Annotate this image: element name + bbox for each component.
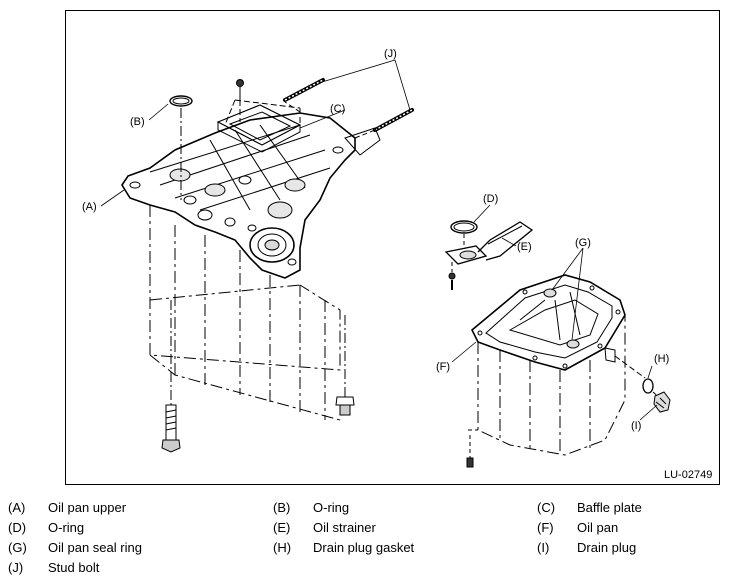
callout-d: (D): [483, 193, 498, 205]
drain-plug-drawing: [614, 355, 671, 413]
leader-lines: [100, 59, 658, 421]
legend-key: (D): [8, 520, 27, 535]
oil-strainer-drawing: [444, 220, 534, 290]
oil-pan-drawing: [466, 274, 626, 468]
legend-key: (F): [537, 520, 554, 535]
legend-label: Drain plug gasket: [313, 540, 415, 555]
legend-key: (H): [273, 540, 292, 555]
legend-key: (I): [537, 540, 550, 555]
callout-e: (E): [517, 241, 532, 253]
callout-g: (G): [575, 237, 591, 249]
legend-key: (C): [537, 500, 556, 515]
legend-label: Drain plug: [577, 540, 637, 555]
legend-key: (B): [273, 500, 291, 515]
callout-a: (A): [82, 201, 97, 213]
figure-frame: [65, 10, 720, 485]
lower-bolts-drawing: [161, 300, 355, 453]
legend-key: (A): [8, 500, 26, 515]
legend-label: Oil pan seal ring: [48, 540, 142, 555]
legend-key: (E): [273, 520, 291, 535]
legend-label: Baffle plate: [577, 500, 642, 515]
baffle-plate-drawing: [216, 79, 302, 153]
legend-label: Oil pan: [577, 520, 619, 535]
figure-reference: LU-02749: [664, 469, 712, 481]
legend-key: (J): [8, 560, 24, 575]
legend-label: Stud bolt: [48, 560, 100, 575]
legend-label: O-ring: [48, 520, 85, 535]
legend-key: (G): [8, 540, 27, 555]
o-ring-b-drawing: [169, 95, 193, 200]
callout-f: (F): [436, 361, 450, 373]
callout-j: (J): [384, 48, 397, 60]
legend-label: Oil strainer: [313, 520, 376, 535]
legend-label: Oil pan upper: [48, 500, 127, 515]
exploded-view-diagram: (B) (C) (J) (A) (D) (E) (G) (F) (H) (I) …: [82, 48, 712, 481]
callout-c: (C): [330, 103, 345, 115]
legend-label: O-ring: [313, 500, 350, 515]
parts-legend: (A) Oil pan upper (B) O-ring (C) Baffle …: [0, 494, 733, 584]
callout-h: (H): [654, 353, 669, 365]
stud-bolt-drawing: [283, 78, 414, 156]
oil-pan-upper-drawing: [121, 112, 356, 421]
callout-b: (B): [130, 116, 145, 128]
callout-i: (I): [631, 420, 641, 432]
